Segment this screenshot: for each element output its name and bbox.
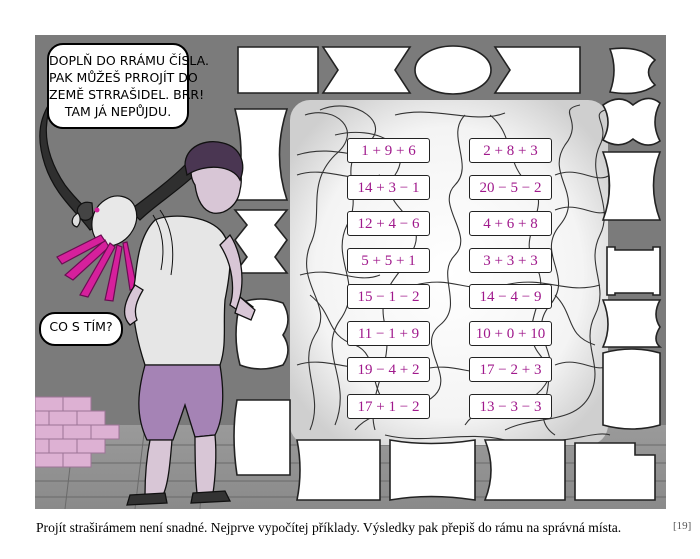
brick-wall — [34, 396, 120, 468]
example-box: 3 + 3 + 3 — [469, 247, 552, 273]
page-number: [19] — [673, 520, 692, 532]
example-box: 17 + 1 − 2 — [347, 393, 430, 419]
caption: Projít straširámem není snadné. Nejprve … — [36, 520, 622, 535]
example-box: 13 − 3 − 3 — [469, 393, 552, 419]
example-box: 15 − 1 − 2 — [347, 284, 430, 309]
frame-shape — [237, 46, 319, 94]
example-box: 12 + 4 − 6 — [347, 211, 430, 236]
frame-shape — [493, 46, 581, 94]
frame-shape — [296, 439, 381, 501]
example-box: 20 − 5 − 2 — [469, 174, 552, 200]
speech-line: PAK MŮŽEŠ PRROJÍT DO — [49, 70, 198, 85]
example-box: 10 + 0 + 10 — [469, 320, 552, 346]
example-box: 4 + 6 + 8 — [469, 211, 552, 236]
boy-speech-bubble: CO S TÍM? — [39, 312, 123, 346]
example-box: 2 + 8 + 3 — [469, 138, 552, 163]
parrot — [39, 94, 202, 302]
speech-line: ZEMĚ STRRAŠIDEL. BRR! — [49, 87, 205, 102]
illustration-panel: DOPLŇ DO RRÁMU ČÍSLA. PAK MŮŽEŠ PRROJÍT … — [34, 35, 666, 510]
example-box: 1 + 9 + 6 — [347, 138, 430, 163]
frame-shape — [321, 46, 412, 94]
frame-shape — [233, 209, 289, 274]
example-box: 14 − 4 − 9 — [469, 284, 552, 309]
speech-line: CO S TÍM? — [49, 319, 113, 334]
example-box: 17 − 2 + 3 — [469, 357, 552, 382]
boy — [123, 141, 256, 506]
example-box: 5 + 5 + 1 — [347, 247, 430, 273]
frame-shape — [233, 108, 289, 201]
frame-shape — [574, 442, 656, 501]
frame-shape — [601, 299, 663, 348]
frame-shape — [389, 439, 476, 501]
frame-shape — [601, 151, 662, 221]
frame-shape — [601, 97, 662, 146]
frame-shape — [608, 47, 657, 95]
frame-shape — [483, 439, 566, 501]
speech-line: TAM JÁ NEPŮJDU. — [64, 104, 172, 119]
example-box: 11 − 1 + 9 — [347, 320, 430, 346]
frame-shapes — [233, 45, 663, 501]
speech-line: DOPLŇ DO RRÁMU ČÍSLA. — [49, 53, 209, 68]
frame-shape — [233, 399, 291, 476]
example-box: 19 − 4 + 2 — [347, 357, 430, 382]
example-box: 14 + 3 − 1 — [347, 174, 430, 200]
frame-shape — [606, 246, 661, 296]
frame-shape — [602, 348, 661, 430]
frame-shape — [414, 45, 492, 95]
parrot-speech-bubble: DOPLŇ DO RRÁMU ČÍSLA. PAK MŮŽEŠ PRROJÍT … — [47, 43, 209, 129]
